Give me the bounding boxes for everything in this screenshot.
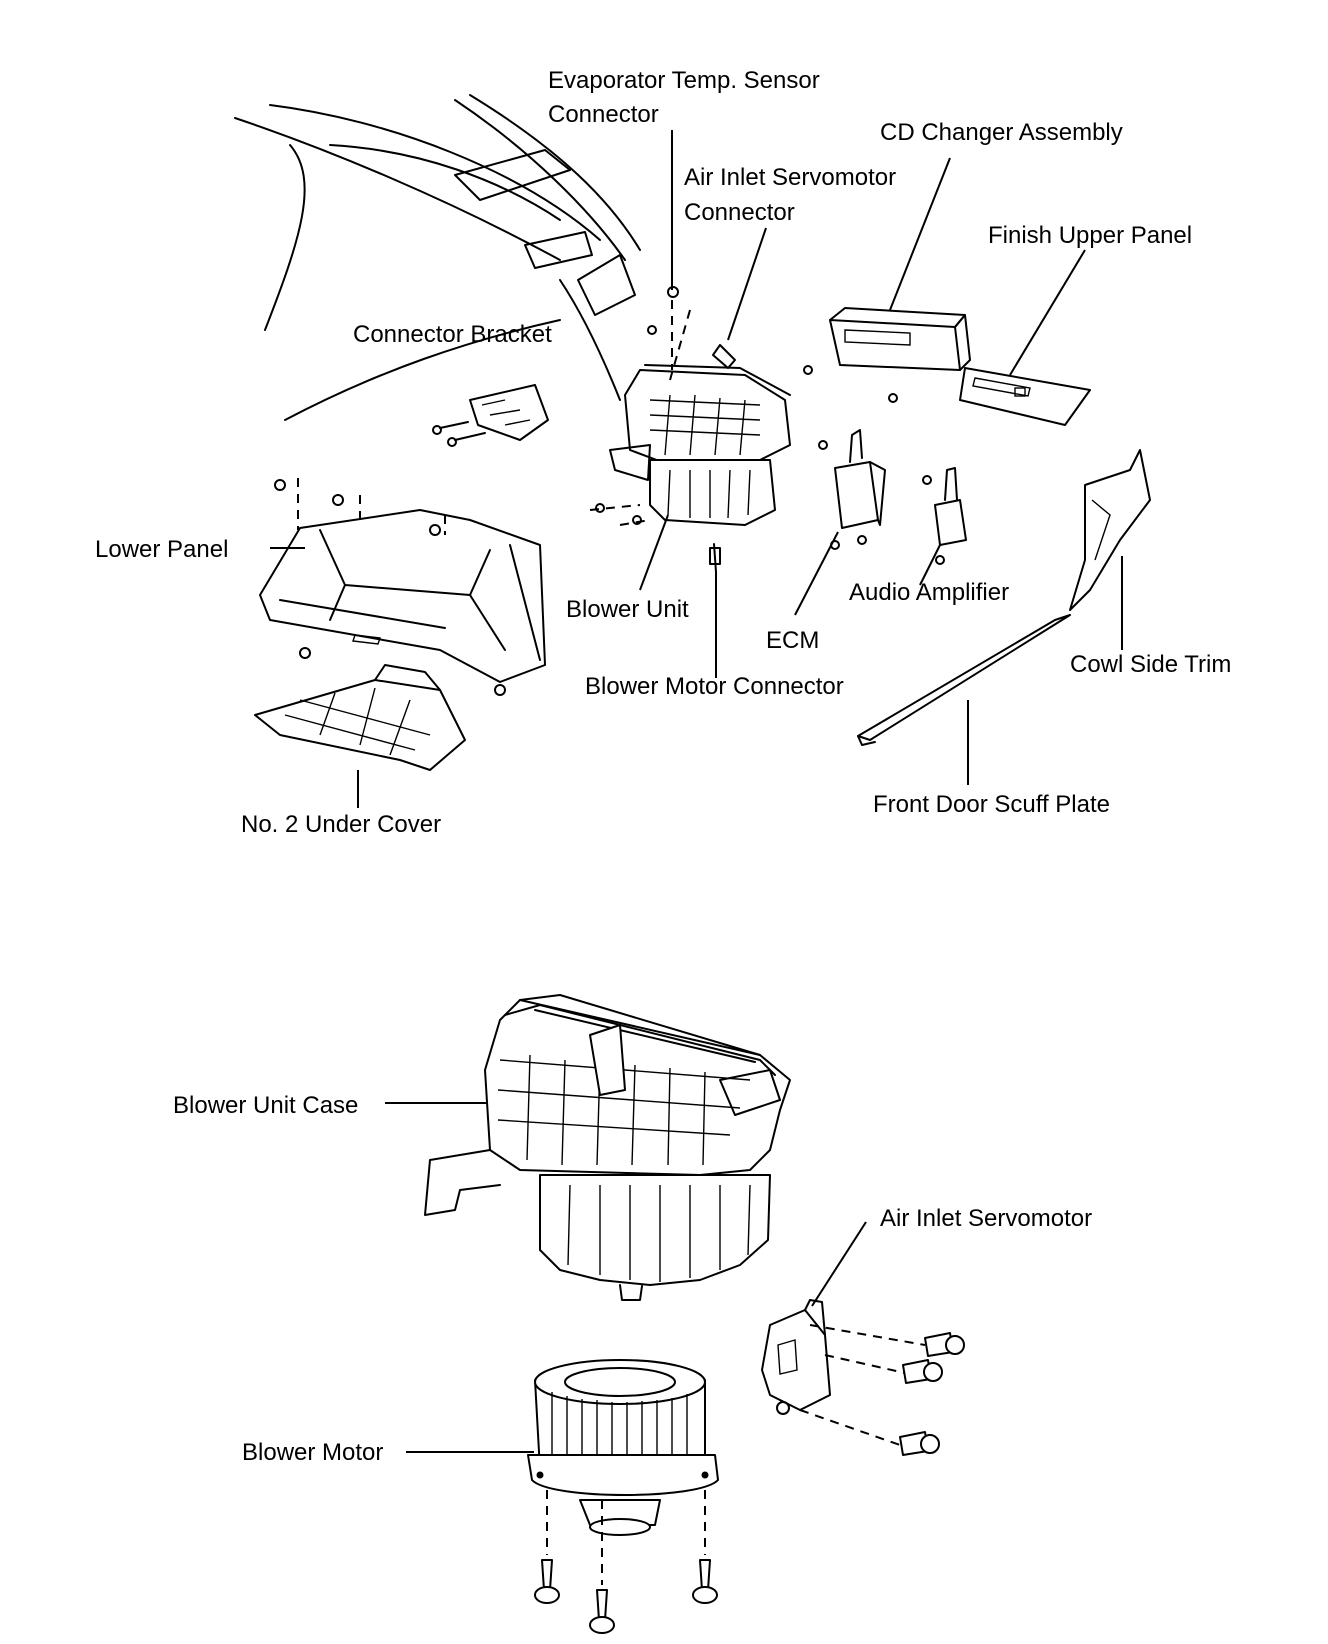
blower-unit-label: Blower Unit — [566, 596, 689, 623]
lower-panel-part — [259, 478, 546, 696]
connector-bracket-part — [432, 384, 549, 447]
blower-unit-case-label: Blower Unit Case — [173, 1092, 358, 1119]
audio-amplifier-part — [922, 467, 967, 565]
blower-unit-leader — [639, 514, 669, 591]
air-inlet-connector-label-line1: Air Inlet Servomotor — [684, 164, 896, 191]
top-leader-lines — [270, 130, 1123, 808]
air-inlet-connector-label-line2: Connector — [684, 199, 795, 226]
ecm-leader — [794, 531, 839, 616]
connector-bracket-label: Connector Bracket — [353, 321, 552, 348]
air-inlet-connector-leader — [727, 227, 767, 341]
cowl-side-trim-part — [1069, 449, 1151, 611]
blower-motor-screws — [534, 1490, 718, 1634]
audio-amplifier-label: Audio Amplifier — [849, 579, 1009, 606]
blower-motor-label: Blower Motor — [242, 1439, 383, 1466]
evap-sensor-label-line1: Evaporator Temp. Sensor — [548, 67, 820, 94]
cd-changer-part — [803, 307, 971, 403]
ecm-label: ECM — [766, 627, 819, 654]
under-cover-part — [254, 664, 466, 771]
no2-under-cover-label: No. 2 Under Cover — [241, 811, 441, 838]
bottom-leader-lines — [385, 1102, 867, 1453]
blower-unit-case-part — [424, 994, 791, 1301]
air-inlet-servomotor-label: Air Inlet Servomotor — [880, 1205, 1092, 1232]
cd-changer-leader — [889, 157, 951, 311]
front-door-scuff-plate-label: Front Door Scuff Plate — [873, 791, 1110, 818]
servomotor-screws — [899, 1332, 965, 1456]
cowl-side-trim-label: Cowl Side Trim — [1070, 651, 1231, 678]
cd-changer-label: CD Changer Assembly — [880, 119, 1123, 146]
blower-unit-part — [589, 286, 791, 573]
air-inlet-servomotor-leader — [811, 1221, 867, 1307]
evap-sensor-label-line2: Connector — [548, 101, 659, 128]
finish-upper-panel-label: Finish Upper Panel — [988, 222, 1192, 249]
audio-amplifier-leader — [919, 544, 941, 586]
lower-panel-label: Lower Panel — [95, 536, 228, 563]
front-door-scuff-plate-part — [857, 614, 1071, 746]
ecm-part — [818, 429, 886, 550]
air-inlet-servomotor-part — [761, 1299, 926, 1446]
blower-motor-connector-label: Blower Motor Connector — [585, 673, 844, 700]
blower-motor-part — [527, 1359, 719, 1536]
finish-upper-panel-part — [959, 367, 1091, 426]
dashboard-outline — [234, 94, 641, 421]
finish-upper-panel-leader — [1009, 249, 1086, 376]
